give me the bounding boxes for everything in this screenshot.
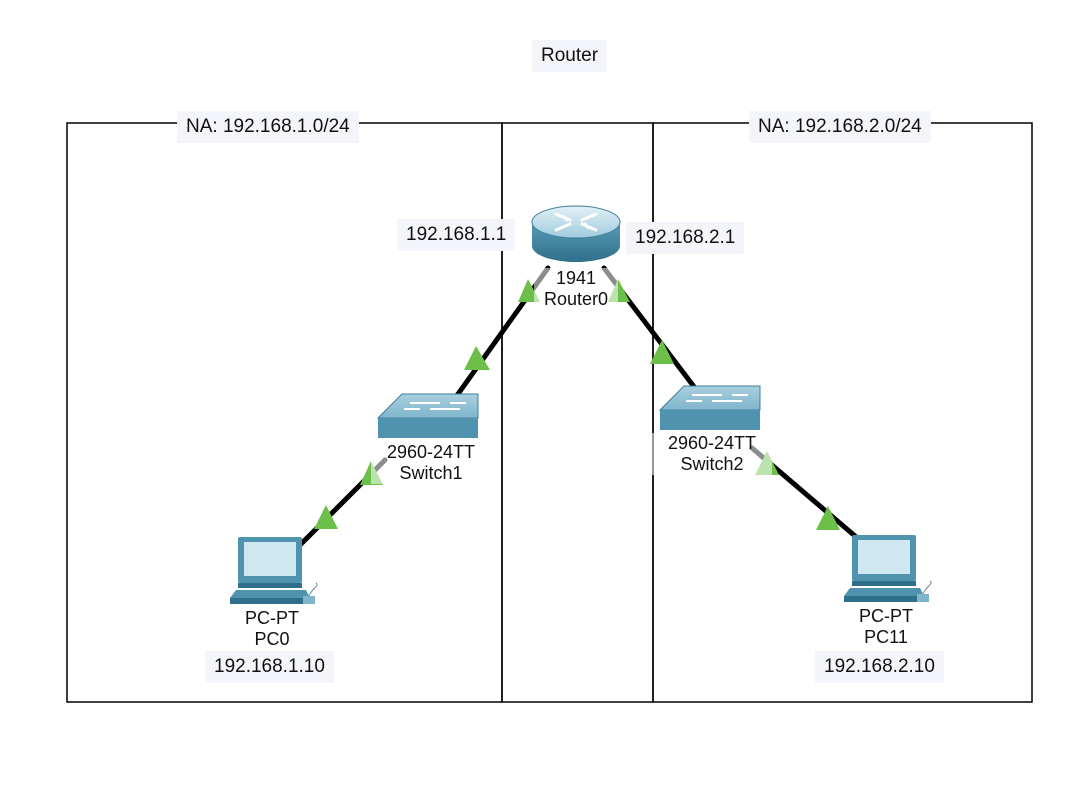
- switch2-label: 2960-24TT Switch2: [652, 433, 772, 475]
- router-label: 1941 Router0: [534, 268, 618, 310]
- router-model: 1941: [555, 268, 597, 288]
- link-up-indicator: [464, 346, 490, 370]
- link-up-indicator: [816, 506, 840, 530]
- pc0-name: PC0: [254, 629, 290, 649]
- pc11-name: PC11: [864, 627, 908, 647]
- router-icon[interactable]: [531, 205, 621, 262]
- pc11-ip: 192.168.2.10: [815, 651, 944, 683]
- switch2-name: Switch2: [680, 454, 744, 474]
- diagram-title: Router: [532, 40, 608, 72]
- pc0-label: PC-PT PC0: [230, 608, 314, 650]
- pc-icon[interactable]: [844, 535, 932, 602]
- router-ip-left: 192.168.1.1: [397, 219, 516, 251]
- network-address-left: NA: 192.168.1.0/24: [177, 111, 359, 143]
- link-up-indicator: [314, 505, 338, 529]
- pc0-ip: 192.168.1.10: [205, 651, 334, 683]
- pc11-model: PC-PT: [859, 606, 913, 626]
- router-ip-right: 192.168.2.1: [626, 222, 745, 254]
- pc0-model: PC-PT: [245, 608, 299, 628]
- link-up-indicator: [650, 340, 674, 364]
- switch-icon[interactable]: [658, 385, 761, 430]
- switch-icon[interactable]: [376, 393, 479, 438]
- switch1-label: 2960-24TT Switch1: [371, 442, 491, 484]
- switch2-model: 2960-24TT: [667, 433, 757, 453]
- switch1-name: Switch1: [399, 463, 463, 483]
- pc11-label: PC-PT PC11: [844, 606, 928, 648]
- pc-icon[interactable]: [230, 537, 318, 604]
- network-address-right: NA: 192.168.2.0/24: [749, 111, 931, 143]
- switch1-model: 2960-24TT: [386, 442, 476, 462]
- router-name: Router0: [543, 289, 609, 309]
